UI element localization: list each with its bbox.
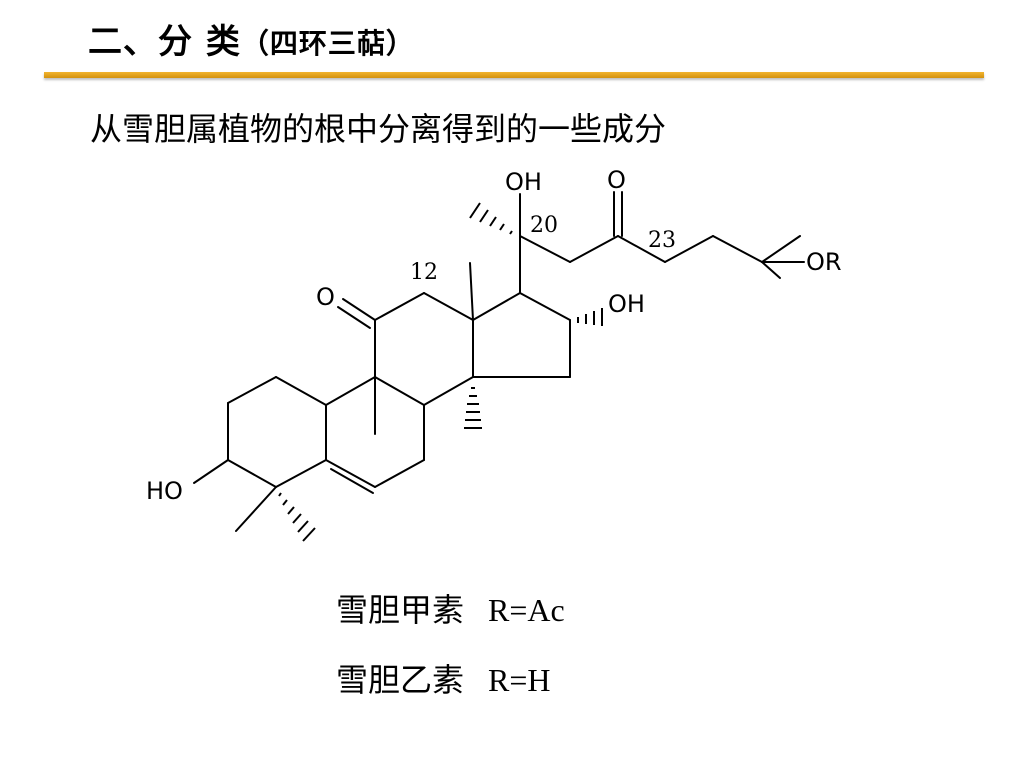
compound-row: 雪胆甲素 R=Ac [336, 585, 565, 631]
compound-formula: R=Ac [488, 592, 565, 628]
bond [712, 235, 763, 263]
oh-label-c16: OH [608, 290, 645, 318]
intro-text: 从雪胆属植物的根中分离得到的一些成分 [90, 110, 667, 148]
bond [519, 235, 571, 263]
title-divider [44, 72, 984, 78]
double-bond [337, 306, 371, 329]
bond [469, 262, 474, 321]
slide-title-sub: （四环三萜） [240, 27, 415, 60]
bond [761, 235, 801, 263]
bond [235, 486, 277, 532]
ketone-o-label-c22: O [607, 166, 626, 194]
position-label-12: 12 [410, 260, 438, 285]
bond [325, 459, 376, 488]
bond [519, 292, 571, 321]
ketone-o-label-c11: O [316, 283, 335, 311]
ho-label-c3: HO [146, 477, 183, 505]
bond [193, 459, 229, 484]
or-group-label: OR [806, 248, 842, 276]
bond [227, 459, 277, 488]
bond [227, 376, 277, 404]
bond [275, 376, 327, 406]
position-label-23: 23 [648, 228, 676, 253]
double-bond [330, 468, 374, 494]
bond [325, 376, 376, 406]
slide-title: 二、分 类（四环三萜） [88, 14, 415, 63]
bond [472, 292, 521, 321]
double-bond [342, 298, 376, 321]
compound-row: 雪胆乙素 R=H [336, 655, 551, 701]
hashed-bonds [278, 202, 603, 542]
position-label-20: 20 [530, 213, 558, 238]
bond [374, 376, 425, 406]
bond [374, 292, 425, 321]
bond [761, 261, 781, 279]
bond [374, 459, 425, 488]
oh-label-c20: OH [505, 168, 542, 196]
compound-name: 雪胆甲素 [336, 591, 465, 629]
bond [664, 235, 714, 263]
bond [423, 376, 474, 406]
bond [275, 459, 327, 488]
slide-title-main: 二、分 类 [88, 22, 241, 62]
compound-name: 雪胆乙素 [336, 661, 465, 699]
compound-formula: R=H [488, 662, 551, 698]
bond [617, 235, 666, 263]
bond [423, 292, 474, 321]
bond [569, 235, 619, 263]
